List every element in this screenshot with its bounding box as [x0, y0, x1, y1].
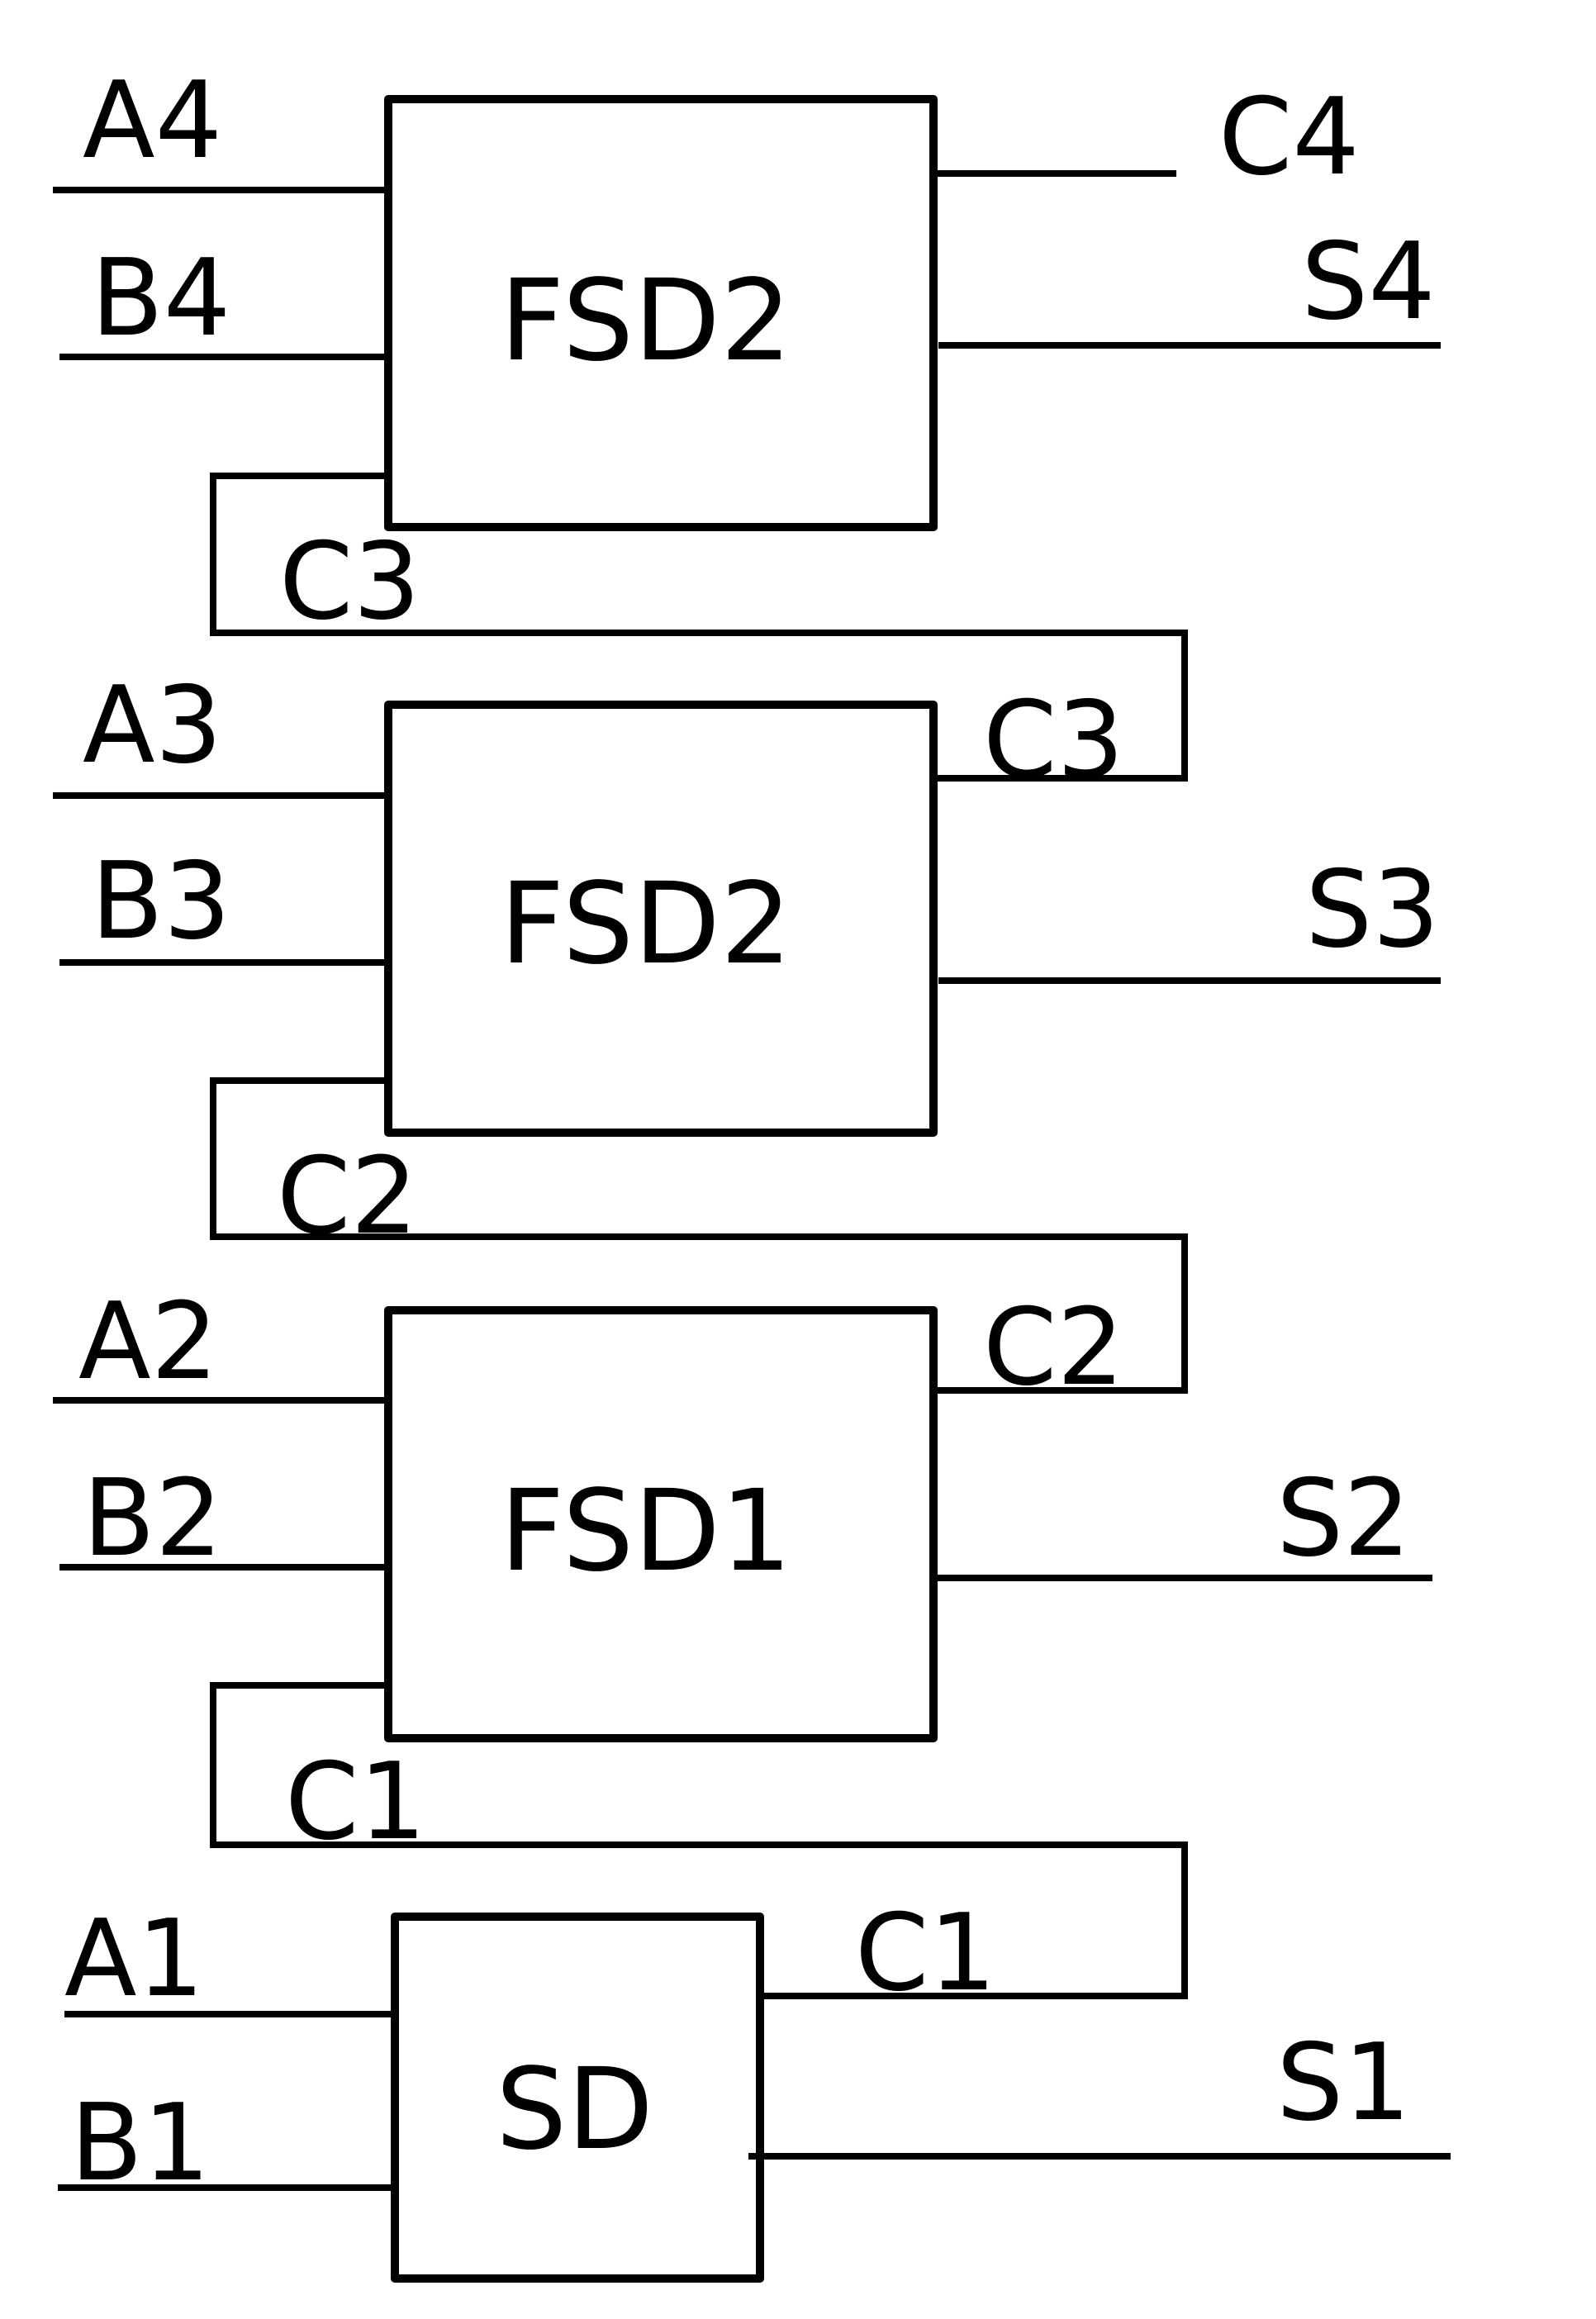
label-a4: A4 — [83, 59, 222, 183]
wire-c2-carry — [210, 1077, 1188, 1394]
block-label-fsd2-mid: FSD2 — [500, 859, 791, 990]
wire-c1-carry — [210, 1682, 1188, 1999]
block-fsd2-mid — [384, 701, 938, 1137]
block-label-fsd1: FSD1 — [500, 1466, 791, 1597]
block-label-sd: SD — [496, 2045, 653, 2175]
block-sd — [391, 1913, 764, 2283]
label-c3-out: C3 — [983, 679, 1124, 802]
label-b1: B1 — [70, 2082, 210, 2205]
label-c4: C4 — [1218, 76, 1360, 199]
label-s4: S4 — [1301, 221, 1436, 344]
label-c1-in: C1 — [285, 1741, 426, 1864]
label-s2: S2 — [1276, 1457, 1411, 1580]
label-s1: S1 — [1276, 2022, 1411, 2145]
label-c1-out: C1 — [855, 1892, 996, 2015]
label-c3-in: C3 — [279, 520, 420, 644]
label-b2: B2 — [83, 1457, 222, 1580]
label-c2-in: C2 — [277, 1135, 418, 1258]
label-s3: S3 — [1305, 848, 1440, 972]
block-label-fsd2-top: FSD2 — [500, 256, 791, 387]
wire-c3-carry — [210, 473, 1188, 782]
label-a3: A3 — [83, 664, 222, 787]
label-b4: B4 — [91, 237, 230, 360]
block-fsd1 — [384, 1306, 938, 1742]
label-c2-out: C2 — [983, 1286, 1124, 1409]
label-a1: A1 — [64, 1898, 204, 2021]
label-b3: B3 — [91, 840, 230, 963]
block-fsd2-top — [384, 95, 938, 531]
label-a2: A2 — [78, 1281, 218, 1404]
